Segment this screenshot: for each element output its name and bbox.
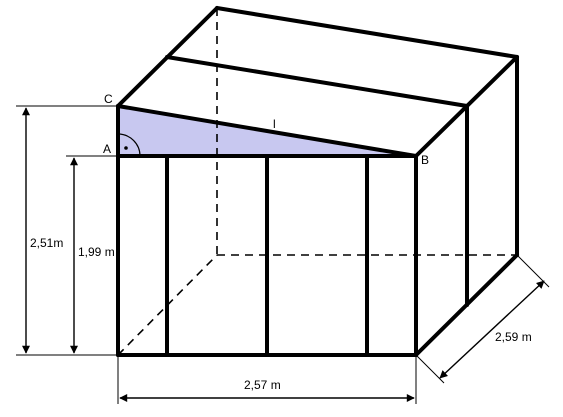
point-label-a: A — [103, 142, 111, 156]
dimension-label-width: 2,57 m — [244, 378, 281, 392]
right-angle-dot — [124, 146, 128, 150]
edge-roof-front — [116, 104, 418, 158]
edge-roof-ridge — [165, 55, 469, 108]
segment-label-l: l — [273, 117, 276, 131]
right-angle-arc — [117, 133, 141, 157]
extension-depth-back — [516, 254, 550, 288]
dimension-label-depth: 2,59 m — [495, 330, 532, 344]
dimension-label-wall-height: 1,99 m — [78, 245, 115, 259]
visible-edges — [116, 6, 519, 357]
point-label-c: C — [104, 92, 113, 106]
point-label-b: B — [421, 153, 429, 167]
dimension-arrow-depth — [439, 280, 545, 379]
edge-roof-back — [215, 6, 519, 59]
extension-depth-front — [415, 354, 445, 384]
dimension-label-total-height: 2,51m — [30, 236, 63, 250]
